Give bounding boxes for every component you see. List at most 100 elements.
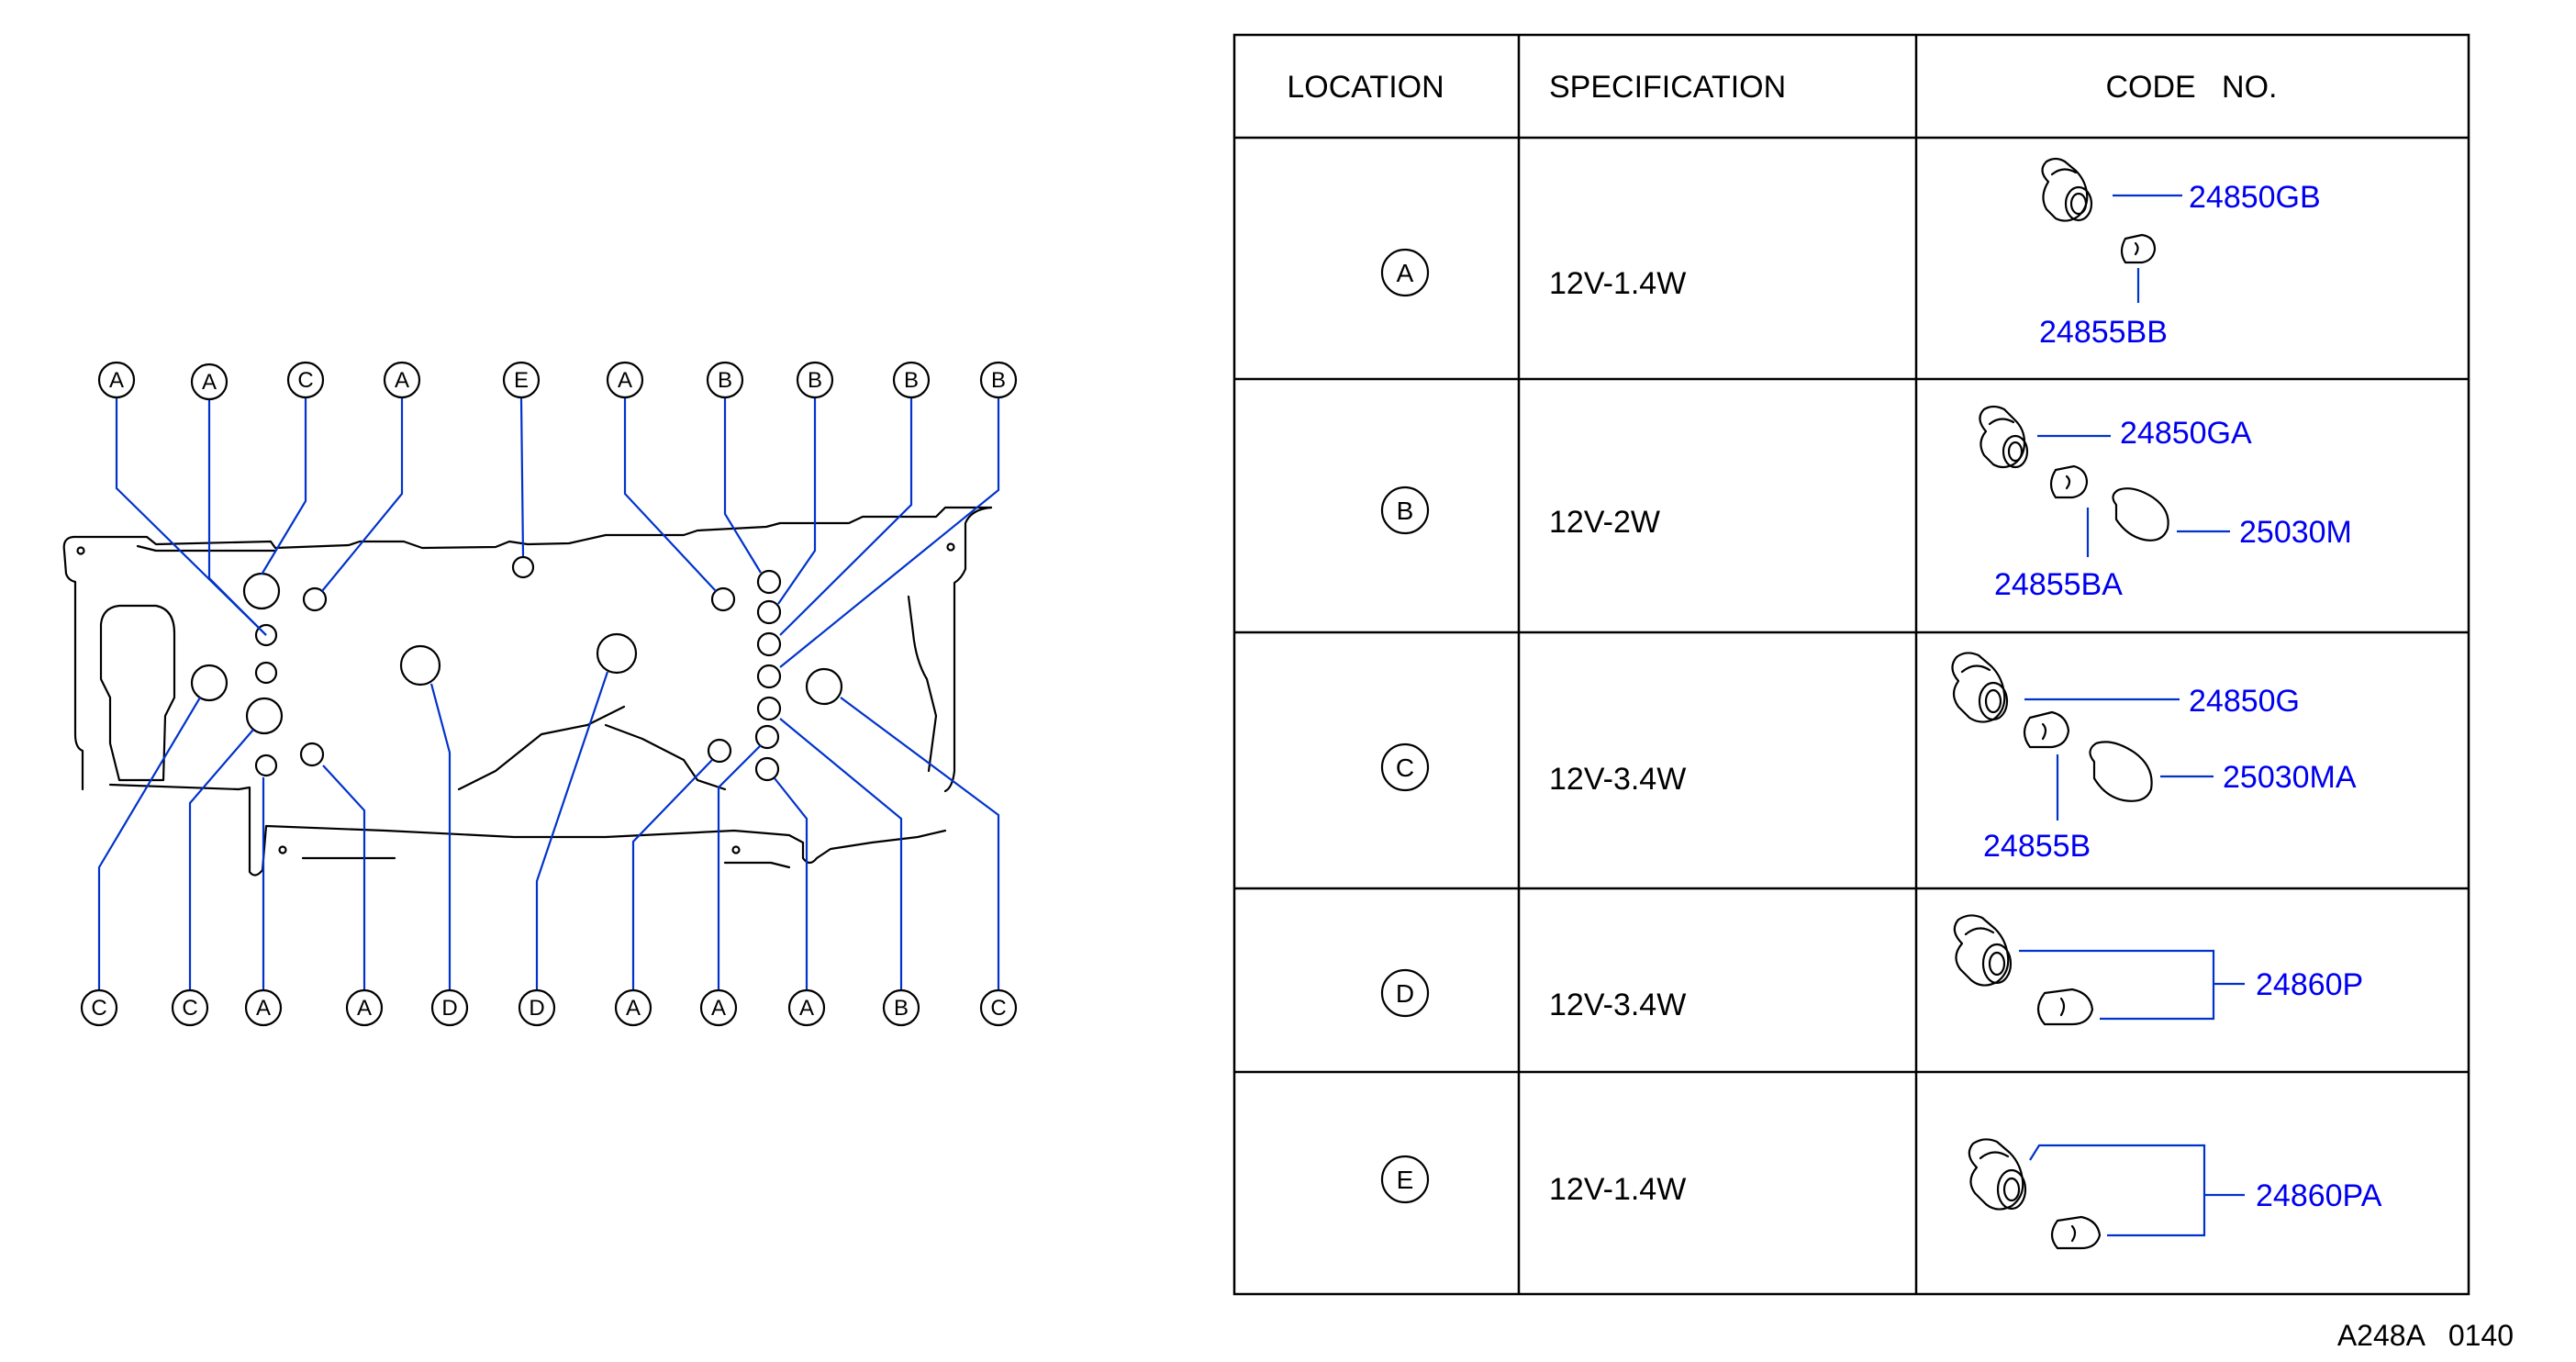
socket-hole — [756, 631, 782, 657]
spec-cell: 12V-3.4W — [1549, 988, 1686, 1022]
spec-cell: 12V-1.4W — [1549, 266, 1686, 301]
socket-hole — [190, 664, 229, 702]
cluster-housing-outline — [62, 506, 993, 876]
socket-hole — [596, 632, 638, 675]
socket-illustration — [1951, 652, 2009, 723]
part-code: 24850GA — [2120, 416, 2252, 451]
table-row: D 12V-3.4W 24860P — [1380, 914, 2363, 1026]
socket-hole — [754, 756, 780, 782]
spec-table: LOCATION SPECIFICATION CODE NO. A 12V-1.… — [1232, 33, 2470, 1296]
header-code-no: CODE NO. — [2105, 70, 2277, 105]
location-callout: B — [796, 361, 834, 399]
svg-text:D: D — [529, 996, 544, 1021]
spec-cell: 12V-1.4W — [1549, 1172, 1686, 1207]
part-code: 25030MA — [2223, 760, 2357, 795]
svg-text:B: B — [718, 368, 732, 393]
location-callout: A — [345, 988, 384, 1027]
location-callout: A — [699, 988, 738, 1027]
part-code: 24850GB — [2189, 180, 2321, 215]
table-row: A 12V-1.4W 24850GB 24855BB — [1380, 157, 2321, 350]
location-cell: B — [1397, 497, 1414, 525]
socket-hole — [756, 569, 782, 595]
svg-text:A: A — [395, 368, 409, 393]
svg-text:C: C — [297, 368, 313, 393]
socket-hole — [756, 696, 782, 721]
table-header: LOCATION SPECIFICATION CODE NO. — [1287, 70, 2277, 105]
table-row: B 12V-2W 24850GA 25030M 24855BA — [1380, 405, 2352, 602]
part-code: 24855BA — [1994, 567, 2123, 602]
bulb-sockets — [190, 555, 843, 782]
location-callout: A — [190, 363, 229, 401]
svg-text:B: B — [808, 368, 822, 393]
bulb-illustration — [2036, 988, 2094, 1026]
cluster-diagram: A A C A E A B B B B C C A A D D A A A B … — [62, 361, 1018, 1027]
svg-text:A: A — [256, 996, 271, 1021]
svg-text:A: A — [202, 370, 217, 395]
location-callout: C — [171, 988, 209, 1027]
socket-hole — [756, 599, 782, 625]
location-callout: E — [502, 361, 541, 399]
bottom-leader-lines — [97, 671, 1000, 989]
svg-text:A: A — [626, 996, 641, 1021]
svg-text:D: D — [441, 996, 457, 1021]
bulb-illustration — [2023, 710, 2070, 749]
socket-hole — [805, 667, 843, 706]
socket-illustration — [2041, 157, 2093, 222]
bulb-illustration — [2120, 233, 2157, 264]
part-code: 24860PA — [2256, 1178, 2382, 1213]
svg-text:C: C — [91, 996, 106, 1021]
table-row: E 12V-1.4W 24860PA — [1380, 1138, 2382, 1250]
svg-text:B: B — [904, 368, 919, 393]
location-callout: A — [787, 988, 826, 1027]
part-code: 24850G — [2189, 684, 2300, 719]
socket-hole — [299, 742, 325, 767]
location-callout: B — [892, 361, 931, 399]
socket-illustration — [1968, 1138, 2027, 1211]
socket-illustration — [1953, 914, 2013, 987]
bulb-illustration — [2050, 1215, 2102, 1250]
location-cell: A — [1397, 259, 1414, 287]
svg-text:E: E — [514, 368, 529, 393]
svg-text:C: C — [990, 996, 1006, 1021]
location-callout: D — [518, 988, 556, 1027]
location-callout: A — [606, 361, 644, 399]
socket-hole — [245, 697, 284, 735]
socket-hole — [399, 644, 441, 687]
top-callouts: A A C A E A B B B B — [97, 361, 1018, 401]
location-callout: A — [383, 361, 421, 399]
svg-text:C: C — [182, 996, 197, 1021]
figure-code: A248A 0140 — [2337, 1319, 2514, 1352]
location-callout: B — [979, 361, 1018, 399]
svg-text:A: A — [711, 996, 726, 1021]
location-cell: E — [1397, 1166, 1414, 1194]
location-callout: C — [286, 361, 325, 399]
spec-cell: 12V-3.4W — [1549, 762, 1686, 797]
svg-text:A: A — [357, 996, 372, 1021]
socket-hole — [242, 572, 281, 610]
top-leader-lines — [115, 396, 1000, 668]
svg-text:A: A — [799, 996, 814, 1021]
location-callout: A — [614, 988, 652, 1027]
socket-hole — [254, 661, 278, 685]
header-location: LOCATION — [1287, 70, 1444, 105]
lens-cap-illustration — [2112, 487, 2169, 541]
header-specification: SPECIFICATION — [1549, 70, 1786, 105]
bulb-illustration — [2049, 464, 2089, 499]
location-cell: C — [1396, 754, 1414, 782]
svg-text:B: B — [894, 996, 909, 1021]
location-callout: B — [882, 988, 920, 1027]
socket-hole — [756, 664, 782, 689]
part-code: 24855BB — [2039, 315, 2168, 350]
svg-text:A: A — [109, 368, 124, 393]
location-callout: A — [97, 361, 136, 399]
socket-hole — [754, 724, 780, 750]
part-code: 24860P — [2256, 967, 2363, 1002]
location-callout: D — [430, 988, 469, 1027]
socket-hole — [254, 754, 278, 777]
location-callout: A — [244, 988, 283, 1027]
location-cell: D — [1396, 979, 1414, 1008]
socket-hole — [710, 586, 736, 612]
socket-hole — [302, 586, 328, 612]
part-code: 24855B — [1983, 829, 2091, 864]
socket-hole — [254, 623, 278, 647]
